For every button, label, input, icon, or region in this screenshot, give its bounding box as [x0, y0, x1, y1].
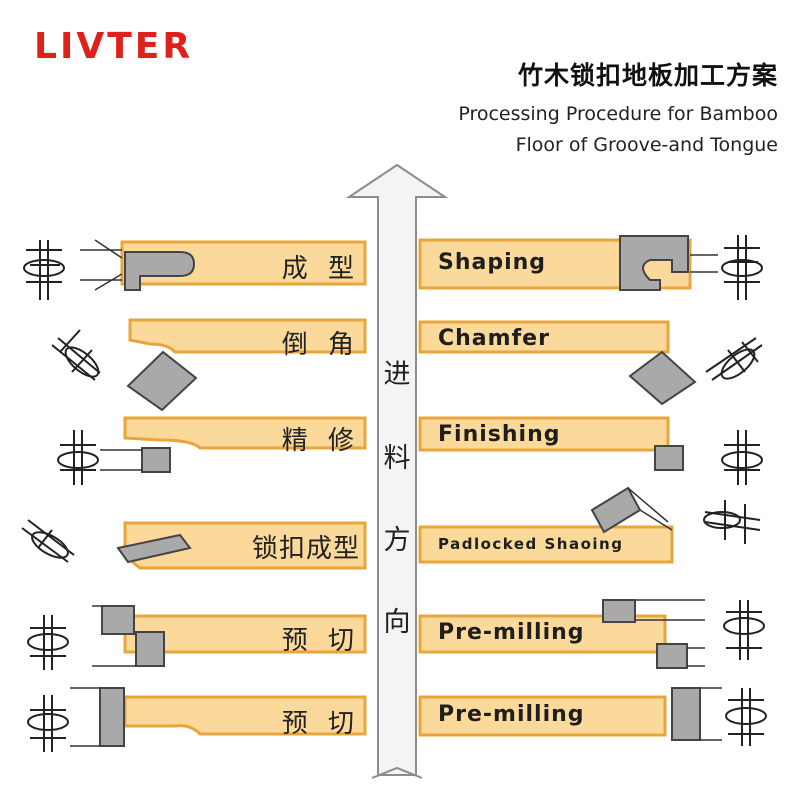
board-padlocked — [116, 486, 674, 570]
board-shaping — [80, 235, 718, 291]
step-finishing-cn: 精 修 — [281, 426, 360, 456]
board-finishing — [100, 416, 684, 473]
board-premilling-1 — [92, 599, 705, 669]
step-chamfer-cn: 倒 角 — [281, 330, 360, 360]
spindle-right-finishing — [721, 430, 763, 485]
step-premilling1-cn: 预 切 — [281, 626, 360, 656]
spindle-left-premilling-1 — [27, 615, 69, 670]
step-shaping-en: Shaping — [438, 250, 547, 275]
step-padlocked-en: Padlocked Shaoing — [438, 535, 624, 553]
step-shaping-cn: 成 型 — [281, 254, 360, 284]
step-padlocked-cn: 锁扣成型 — [251, 534, 360, 564]
spindle-left-chamfer — [51, 329, 101, 381]
title-english-line1: Processing Procedure for Bamboo — [458, 103, 778, 125]
feed-direction-char-2: 料 — [383, 443, 411, 474]
spindle-right-premilling-1 — [723, 600, 765, 660]
spindle-right-padlocked — [703, 500, 761, 544]
step-premilling2-cn: 预 切 — [281, 709, 360, 739]
step-premilling1-en: Pre-milling — [438, 620, 585, 645]
spindle-right-chamfer — [705, 337, 763, 381]
spindle-left-shaping — [23, 240, 65, 300]
board-chamfer — [126, 318, 697, 412]
step-finishing-en: Finishing — [438, 422, 561, 447]
title-chinese: 竹木锁扣地板加工方案 — [517, 61, 778, 90]
spindle-right-shaping — [721, 235, 763, 300]
spindle-left-premilling-2 — [27, 695, 69, 752]
spindle-left-padlocked — [21, 519, 75, 563]
step-chamfer-en: Chamfer — [438, 326, 550, 351]
spindle-right-premilling-2 — [725, 688, 767, 746]
spindle-left-finishing — [57, 430, 99, 485]
step-premilling2-en: Pre-milling — [438, 702, 585, 727]
feed-direction-arrow — [345, 163, 449, 776]
brand-logo: LIVTER — [34, 26, 194, 67]
board-premilling-2 — [70, 687, 722, 747]
feed-direction-char-3: 方 — [383, 525, 411, 556]
title-english-line2: Floor of Groove-and Tongue — [515, 134, 778, 156]
feed-direction-char-1: 进 — [383, 359, 411, 390]
feed-direction-char-4: 向 — [383, 607, 411, 638]
